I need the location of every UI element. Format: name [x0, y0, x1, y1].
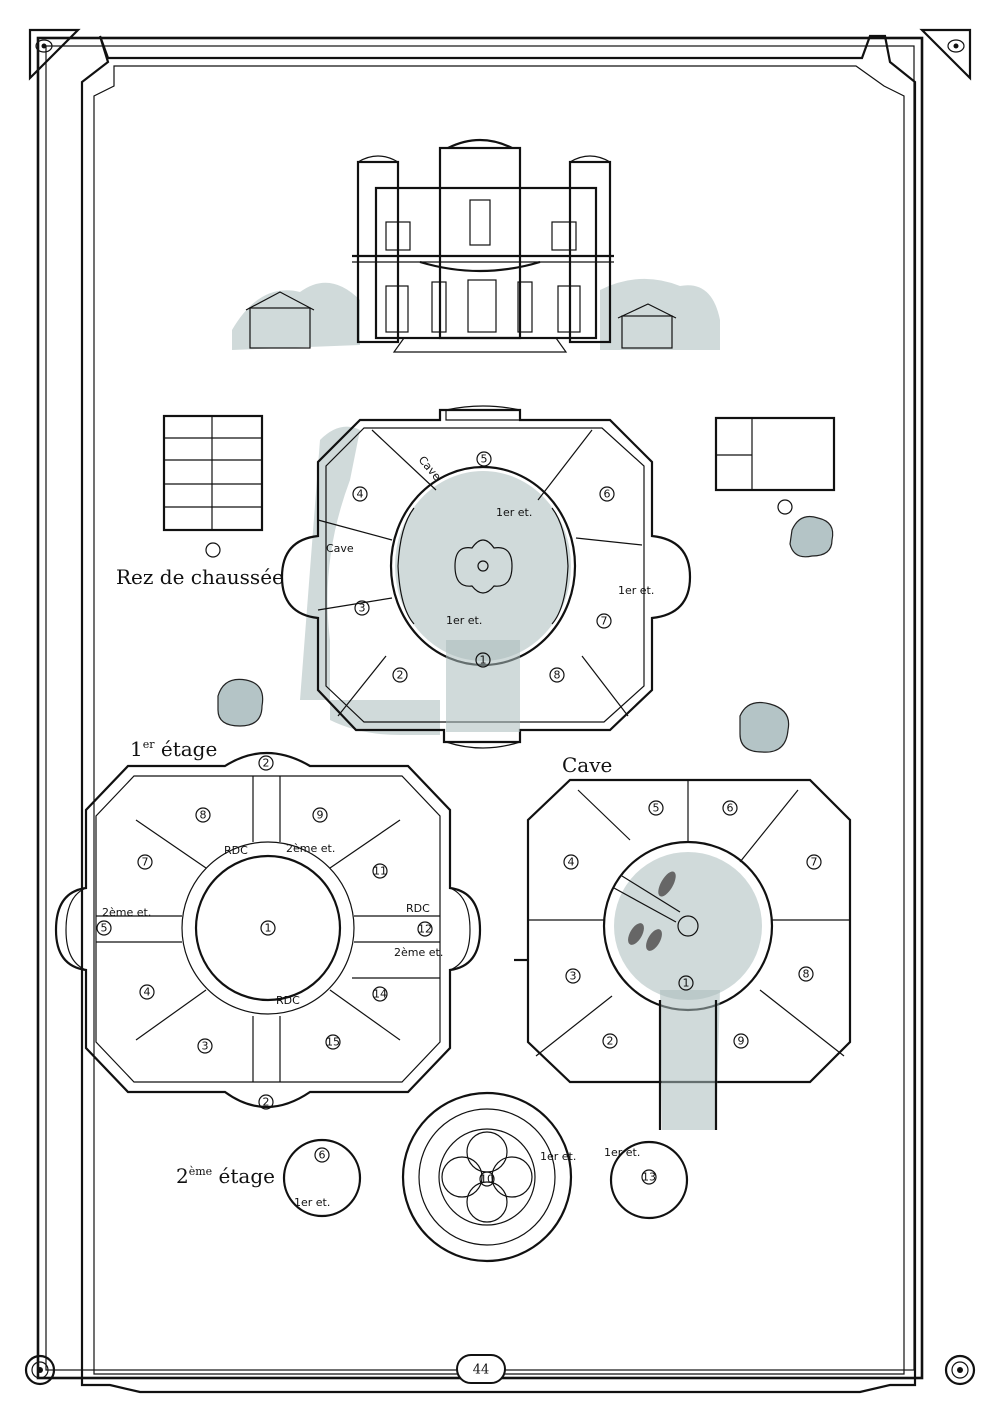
ground-floor-title: Rez de chaussée: [116, 565, 284, 589]
first-stair-rdc-right: RDC: [406, 902, 430, 915]
ground-room-8: 8: [554, 669, 561, 682]
first-room-7: 7: [142, 856, 149, 869]
cave-plan: 1 2 3 4 5 6 7 8 9: [514, 778, 852, 1130]
first-room-12: 12: [418, 923, 432, 936]
ground-stair-up-top: 1er et.: [496, 506, 532, 519]
mansion-illustration: [232, 138, 720, 353]
second-room-13: 13: [642, 1171, 656, 1184]
first-room-2-top: 2: [263, 757, 270, 770]
ground-floor-plan: Cave Cave 1er et. 1er et. 1er et. 1 2 3 …: [280, 405, 692, 749]
page-number-badge: 44: [456, 1354, 506, 1384]
corner-ornament-top-right: [919, 28, 972, 81]
second-floor-title: 2ème étage: [176, 1164, 275, 1188]
first-room-2-bottom: 2: [263, 1096, 270, 1109]
page-number: 44: [473, 1363, 490, 1378]
first-stair-rdc-bottom: RDC: [276, 994, 300, 1007]
first-room-4: 4: [144, 986, 151, 999]
first-room-15: 15: [326, 1036, 340, 1049]
first-room-5: 5: [101, 922, 108, 935]
tree-left: [217, 678, 264, 727]
ground-room-2: 2: [397, 669, 404, 682]
first-stair-up-top: 2ème et.: [286, 842, 335, 855]
second-room-6: 6: [319, 1149, 326, 1162]
ground-stair-up-bottom: 1er et.: [446, 614, 482, 627]
first-room-14: 14: [373, 988, 387, 1001]
cave-room-3: 3: [570, 970, 577, 983]
second-stair-t13: 1er et.: [604, 1146, 640, 1159]
ground-room-5: 5: [481, 453, 488, 466]
cave-room-2: 2: [607, 1035, 614, 1048]
second-room-10: 10: [480, 1173, 494, 1186]
ground-room-1: 1: [480, 654, 487, 667]
cave-room-1: 1: [683, 977, 690, 990]
corner-ornament-bottom-left: [24, 1354, 56, 1386]
first-room-3: 3: [202, 1040, 209, 1053]
ground-stair-up-right: 1er et.: [618, 584, 654, 597]
first-stair-up-left: 2ème et.: [102, 906, 151, 919]
ground-room-7: 7: [601, 615, 608, 628]
cave-room-9: 9: [738, 1035, 745, 1048]
first-stair-rdc-top: RDC: [224, 844, 248, 857]
second-stair-t10: 1er et.: [540, 1150, 576, 1163]
first-stair-up-right: 2ème et.: [394, 946, 443, 959]
tree-right: [739, 701, 790, 753]
cave-title: Cave: [562, 753, 612, 777]
first-room-9: 9: [317, 809, 324, 822]
cave-room-7: 7: [811, 856, 818, 869]
second-floor-plan: 1er et. 6 1er et. 10 1er et. 13: [282, 1091, 689, 1263]
first-floor-plan: RDC 2ème et. 2ème et. RDC 2ème et. RDC 1…: [54, 751, 482, 1110]
corner-ornament-top-left: [28, 28, 81, 81]
outbuilding-9: [162, 414, 264, 558]
cave-room-5: 5: [653, 802, 660, 815]
cave-room-4: 4: [568, 856, 575, 869]
outbuilding-10: [714, 416, 836, 558]
ground-stair-cave-left: Cave: [326, 542, 354, 555]
cave-room-6: 6: [727, 802, 734, 815]
cave-room-8: 8: [803, 968, 810, 981]
ground-room-4: 4: [357, 488, 364, 501]
first-floor-title: 1er étage: [130, 737, 217, 761]
ground-room-3: 3: [359, 602, 366, 615]
ground-room-6: 6: [604, 488, 611, 501]
first-room-1: 1: [265, 922, 272, 935]
corner-ornament-bottom-right: [944, 1354, 976, 1386]
second-stair-t6: 1er et.: [294, 1196, 330, 1209]
first-room-8: 8: [200, 809, 207, 822]
first-room-11: 11: [373, 865, 387, 878]
